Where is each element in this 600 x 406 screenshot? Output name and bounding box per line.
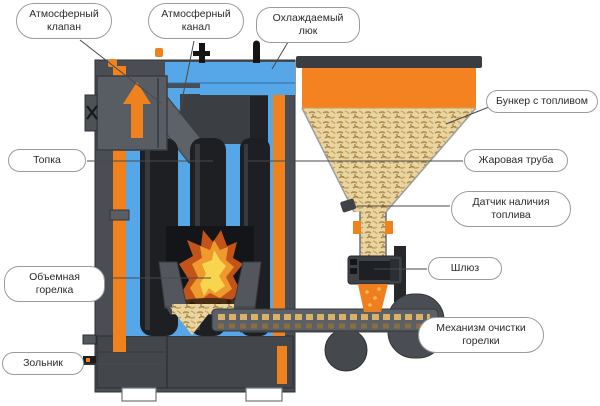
burner-pot-wall xyxy=(232,261,262,309)
pedestal-foot xyxy=(245,387,283,402)
callout-volumetric-burner: Объемная горелка xyxy=(4,266,105,303)
leader-atmospheric-channel xyxy=(178,40,195,116)
vent-valve xyxy=(193,43,210,63)
callout-sluice: Шлюз xyxy=(428,257,502,281)
cleaning-drive-wheel xyxy=(324,328,368,372)
lifting-knob xyxy=(253,40,260,63)
ash-box xyxy=(96,335,294,389)
combustion-chamber xyxy=(158,226,262,335)
smoke-box xyxy=(84,75,168,151)
glowing-pellet-stream xyxy=(358,284,388,312)
fuel-level-sensor xyxy=(340,198,356,213)
callout-atmospheric-valve: Атмосферный клапан xyxy=(16,3,112,40)
callout-cooled-hatch: Охлаждаемый люк xyxy=(256,7,360,44)
cooled-hatch-panel xyxy=(165,62,295,83)
callout-atmospheric-channel: Атмосферный канал xyxy=(148,3,244,40)
callout-fuel-sensor: Датчик наличия топлива xyxy=(451,191,571,228)
leader-atmospheric-valve xyxy=(79,39,162,104)
hopper-pellets xyxy=(302,108,476,212)
sluice-assembly xyxy=(347,204,403,312)
feed-neck xyxy=(360,204,386,258)
callout-burner-cleaning: Механизм очистки горелки xyxy=(418,317,544,354)
leader-fuel-bunker xyxy=(445,106,490,125)
callout-firebox: Топка xyxy=(8,149,86,173)
leader-lines xyxy=(79,31,490,365)
callout-fuel-bunker: Бункер с топливом xyxy=(486,90,598,114)
flame-core xyxy=(200,250,226,296)
callout-fire-tube: Жаровая труба xyxy=(464,149,568,173)
ash-door-latch xyxy=(82,334,97,345)
fuel-hopper xyxy=(296,56,482,213)
hopper-lid xyxy=(296,56,482,68)
hopper-body xyxy=(302,68,476,108)
pellet-spill xyxy=(170,307,214,335)
flue-gas-arrow-icon xyxy=(123,82,151,138)
insulation-strip-right xyxy=(273,85,285,336)
callout-ash-pan: Зольник xyxy=(2,352,84,376)
pedestal-foot xyxy=(121,387,157,402)
